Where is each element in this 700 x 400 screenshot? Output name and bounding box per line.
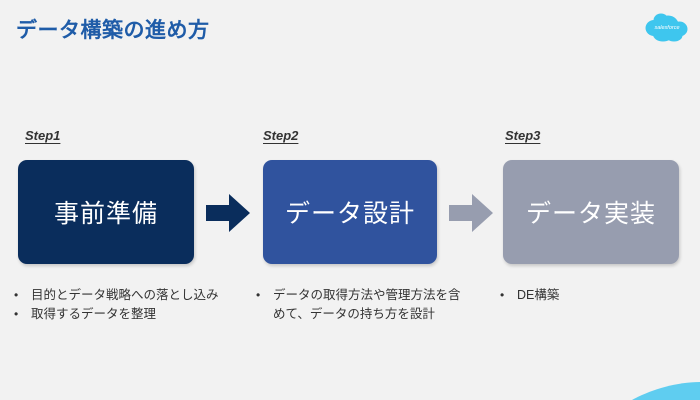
- list-item: • データの取得方法や管理方法を含めて、データの持ち方を設計: [256, 286, 471, 325]
- bullet-marker-icon: •: [14, 288, 19, 302]
- step-box-1-text: 事前準備: [53, 200, 158, 228]
- step-box-preparation[interactable]: 事前準備: [18, 160, 194, 264]
- list-item-text: データの取得方法や管理方法を含めて、データの持ち方を設計: [273, 288, 461, 322]
- list-item-text: DE構築: [517, 288, 560, 302]
- list-item: • 目的とデータ戦略への落とし込み: [14, 286, 234, 305]
- arrow-right-icon-step1-step2: [206, 192, 251, 234]
- salesforce-wordmark: salesforce: [654, 25, 679, 31]
- step-label-3: Step3: [505, 128, 541, 143]
- step-label-1: Step1: [25, 128, 61, 143]
- list-item-text: 取得するデータを整理: [31, 307, 157, 322]
- step-box-3-text: データ実装: [525, 200, 656, 228]
- step-box-2-text: データ設計: [284, 200, 415, 228]
- salesforce-cloud-logo: salesforce: [644, 10, 690, 44]
- bullet-list-step2: • データの取得方法や管理方法を含めて、データの持ち方を設計: [256, 286, 471, 325]
- bullet-marker-icon: •: [14, 307, 19, 322]
- corner-accent-swoosh: [580, 374, 700, 400]
- list-item-text: 目的とデータ戦略への落とし込み: [31, 288, 219, 302]
- bullet-list-step1: • 目的とデータ戦略への落とし込み • 取得するデータを整理: [14, 286, 234, 325]
- step-box-data-implementation[interactable]: データ実装: [503, 160, 679, 264]
- page-title: データ構築の進め方: [16, 19, 210, 42]
- list-item: • DE構築: [500, 286, 690, 305]
- bullet-marker-icon: •: [500, 288, 505, 302]
- step-label-2: Step2: [263, 128, 299, 143]
- arrow-right-icon-step2-step3: [449, 192, 494, 234]
- step-box-data-design[interactable]: データ設計: [263, 160, 437, 264]
- bullet-list-step3: • DE構築: [500, 286, 690, 305]
- bullet-marker-icon: •: [256, 288, 261, 302]
- list-item: • 取得するデータを整理: [14, 305, 234, 324]
